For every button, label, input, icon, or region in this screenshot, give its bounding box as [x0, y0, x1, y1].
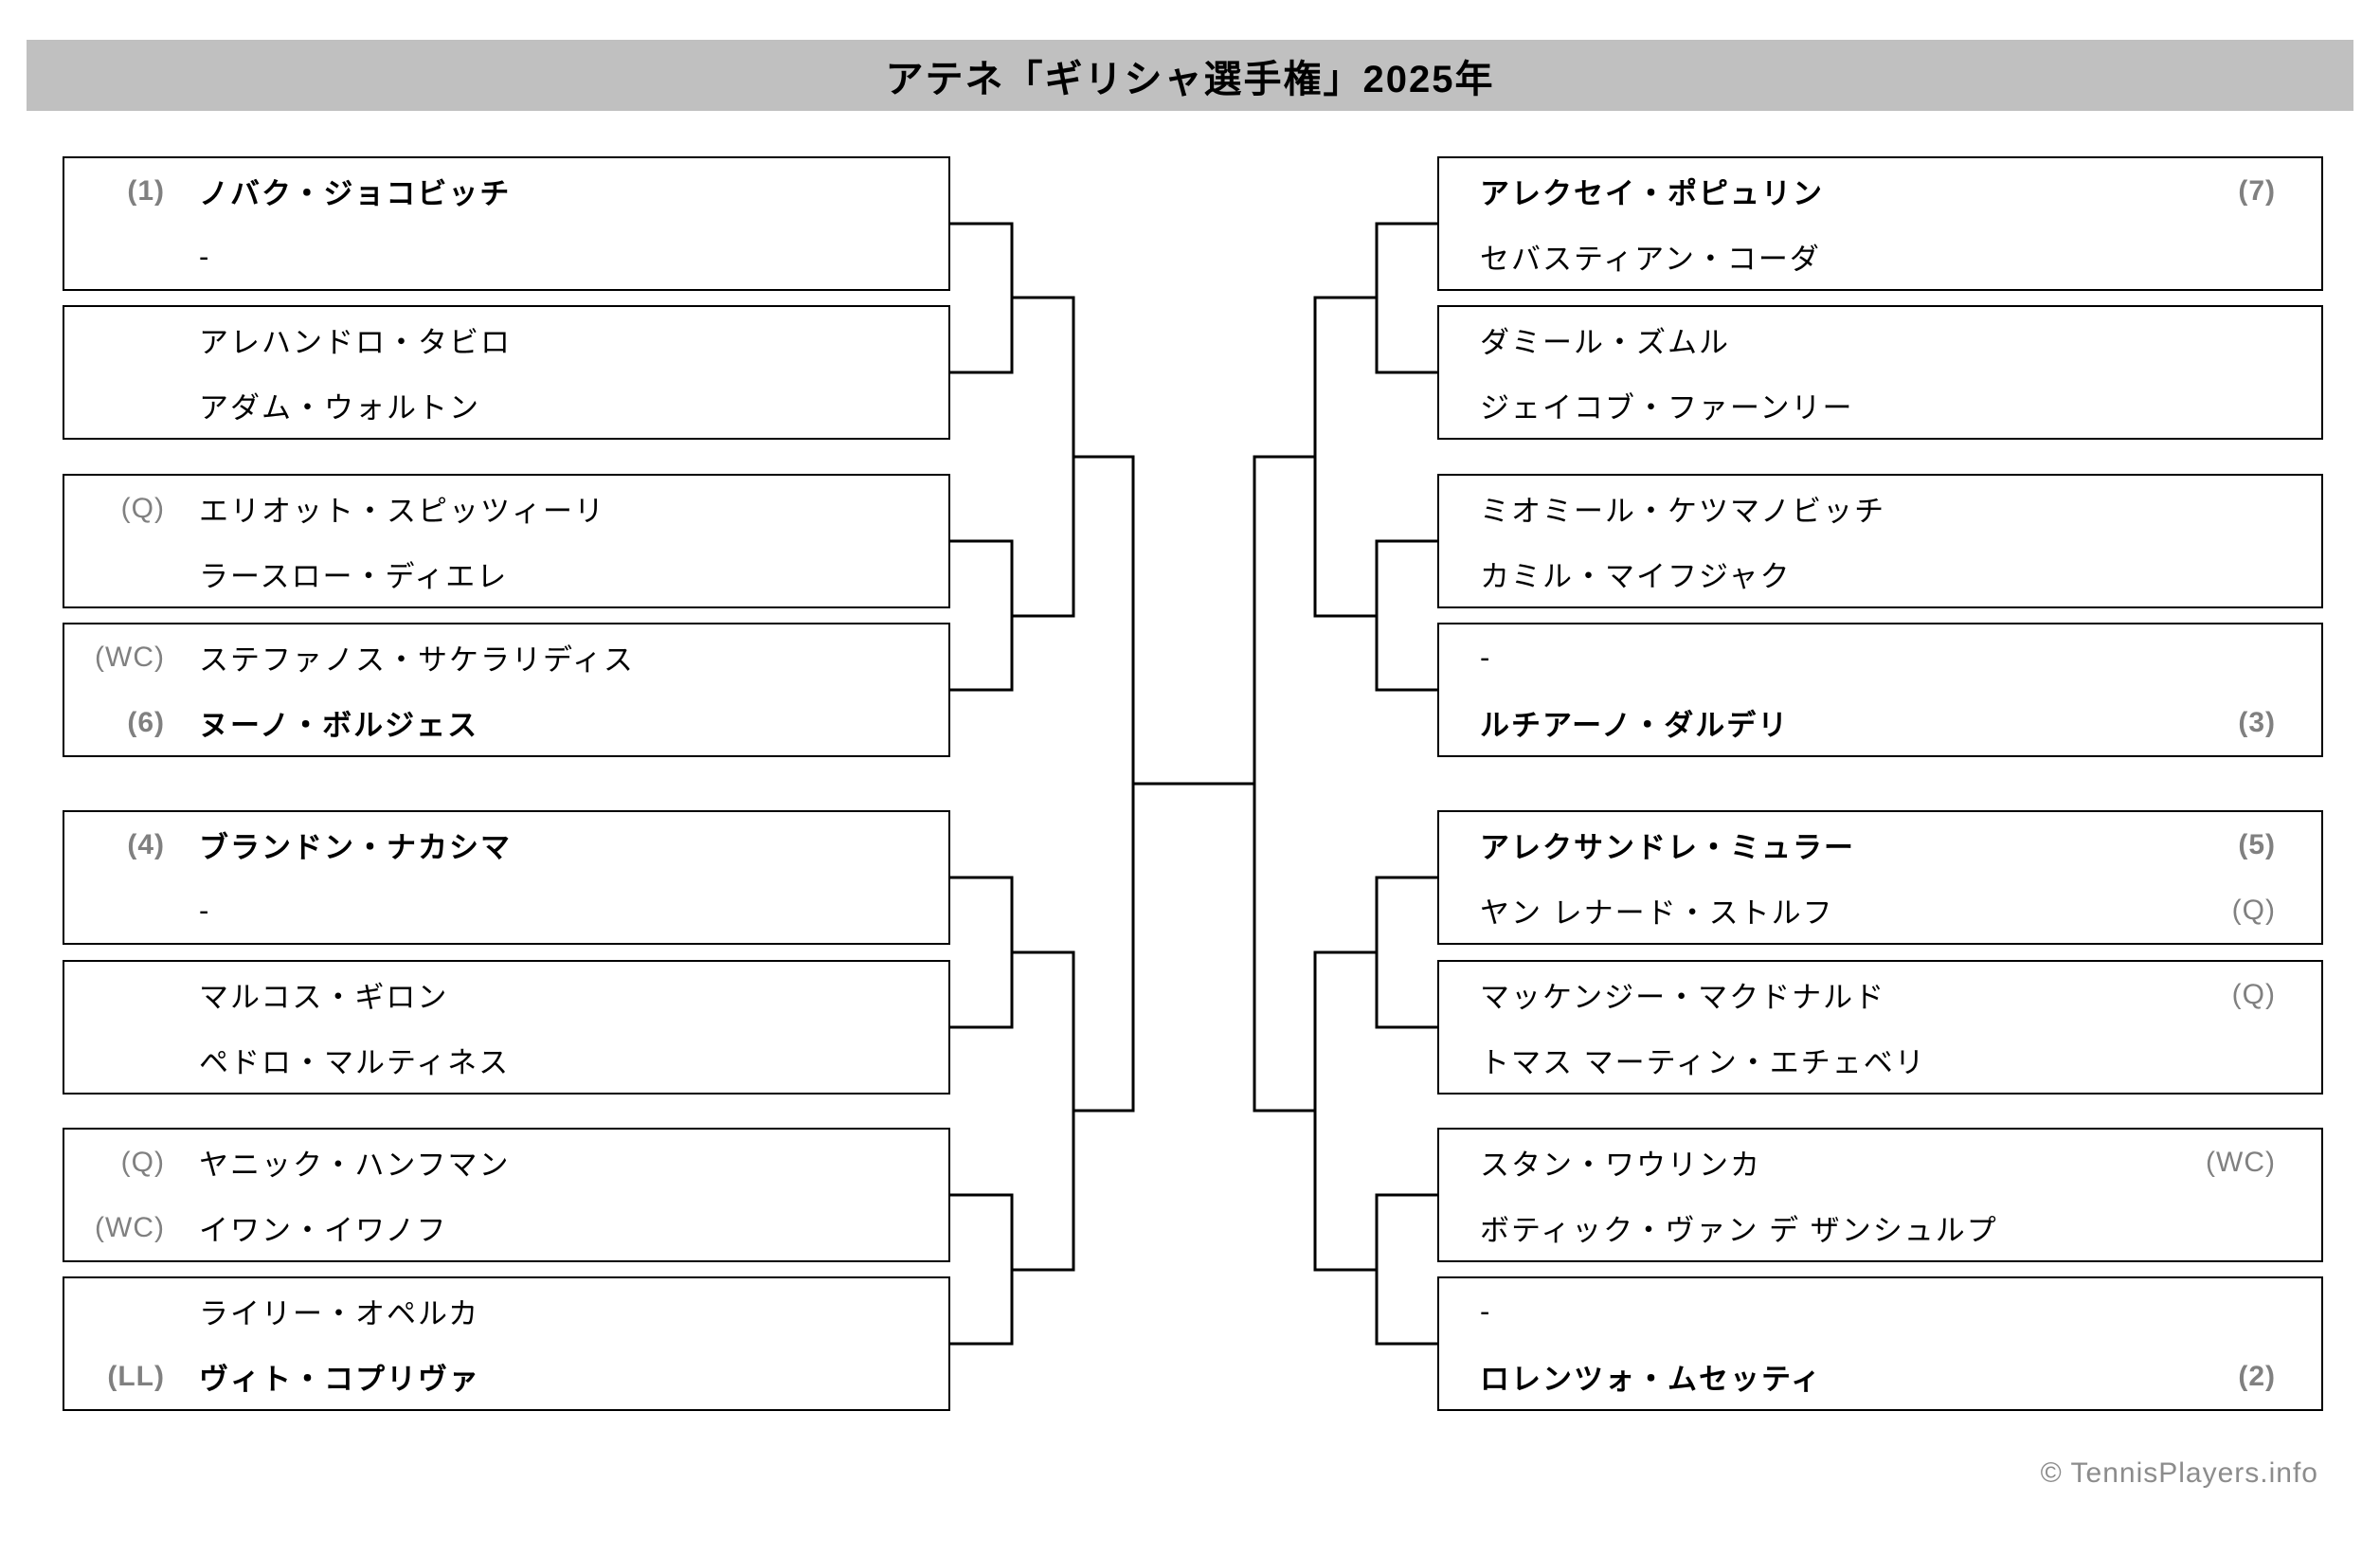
seed-badge: (LL): [107, 1360, 165, 1392]
seed-badge: (6): [127, 706, 165, 738]
page-title: アテネ「ギリシャ選手権」2025年: [885, 58, 1495, 100]
player-row: (LL) ヴィト・コプリヴァ: [64, 1344, 948, 1409]
player-row: ダミール・ズムル: [1439, 307, 2321, 372]
player-row: -: [64, 224, 948, 289]
player-row: アレハンドロ・タビロ: [64, 307, 948, 372]
header-bar: アテネ「ギリシャ選手権」2025年: [27, 40, 2353, 111]
seed-badge: (1): [127, 174, 165, 207]
player-row: マッケンジー・マクドナルド (Q): [1439, 962, 2321, 1027]
match-box-right-6: マッケンジー・マクドナルド (Q) トマス マーティン・エチェベリ: [1437, 960, 2323, 1095]
player-row: アダム・ウォルトン: [64, 372, 948, 438]
player-name: セバスティアン・コーダ: [1480, 243, 1821, 276]
player-name: ミオミール・ケツマノビッチ: [1480, 495, 1886, 528]
seed-badge: (Q): [2231, 978, 2276, 1010]
player-row: -: [64, 878, 948, 943]
player-row: カミル・マイフジャク: [1439, 541, 2321, 606]
seed-badge: (Q): [120, 1146, 165, 1178]
match-box-left-8: ライリー・オペルカ (LL) ヴィト・コプリヴァ: [63, 1276, 950, 1411]
player-name: アレクサンドレ・ミュラー: [1480, 831, 1855, 864]
player-row: (Q) エリオット・スピッツィーリ: [64, 476, 948, 541]
player-row: (Q) ヤニック・ハンフマン: [64, 1130, 948, 1195]
player-name: エリオット・スピッツィーリ: [199, 495, 605, 528]
player-name: -: [199, 893, 211, 927]
player-row: (WC) ステファノス・サケラリディス: [64, 624, 948, 690]
player-name: ペドロ・マルティネス: [199, 1046, 511, 1079]
match-box-right-2: ダミール・ズムル ジェイコブ・ファーンリー: [1437, 305, 2323, 440]
seed-badge: (3): [2238, 706, 2276, 738]
player-name: ヤン レナード・ストルフ: [1480, 896, 1834, 930]
match-box-left-3: (Q) エリオット・スピッツィーリ ラースロー・ディエレ: [63, 474, 950, 608]
player-name: マルコス・ギロン: [199, 981, 449, 1014]
player-row: -: [1439, 1278, 2321, 1344]
match-box-left-6: マルコス・ギロン ペドロ・マルティネス: [63, 960, 950, 1095]
match-box-left-5: (4) ブランドン・ナカシマ -: [63, 810, 950, 945]
seed-badge: (2): [2238, 1360, 2276, 1392]
player-name: ロレンツォ・ムセッティ: [1480, 1363, 1823, 1396]
player-row: アレクセイ・ポピュリン (7): [1439, 158, 2321, 224]
match-box-right-4: - ルチアーノ・ダルデリ (3): [1437, 623, 2323, 757]
player-name: -: [199, 239, 211, 273]
seed-badge: (Q): [120, 492, 165, 524]
player-row: (6) ヌーノ・ボルジェス: [64, 690, 948, 755]
match-box-left-2: アレハンドロ・タビロ アダム・ウォルトン: [63, 305, 950, 440]
player-row: ペドロ・マルティネス: [64, 1027, 948, 1093]
player-name: アダム・ウォルトン: [199, 391, 480, 425]
player-name: カミル・マイフジャク: [1480, 560, 1792, 593]
seed-badge: (WC): [2206, 1146, 2276, 1178]
player-name: -: [1480, 640, 1492, 674]
player-name: ジェイコブ・ファーンリー: [1480, 391, 1854, 425]
player-name: トマス マーティン・エチェベリ: [1480, 1046, 1926, 1079]
match-box-left-1: (1) ノバク・ジョコビッチ -: [63, 156, 950, 291]
player-row: ミオミール・ケツマノビッチ: [1439, 476, 2321, 541]
player-name: イワン・イワノフ: [199, 1214, 448, 1247]
player-row: ヤン レナード・ストルフ (Q): [1439, 878, 2321, 943]
seed-badge: (WC): [95, 641, 165, 673]
player-row: (1) ノバク・ジョコビッチ: [64, 158, 948, 224]
match-box-right-3: ミオミール・ケツマノビッチ カミル・マイフジャク: [1437, 474, 2323, 608]
player-name: ボティック・ヴァン デ ザンシュルプ: [1480, 1214, 1998, 1247]
player-name: ラースロー・ディエレ: [199, 560, 509, 593]
copyright-credit: © TennisPlayers.info: [2040, 1457, 2318, 1489]
player-row: スタン・ワウリンカ (WC): [1439, 1130, 2321, 1195]
match-box-right-5: アレクサンドレ・ミュラー (5) ヤン レナード・ストルフ (Q): [1437, 810, 2323, 945]
player-name: ヴィト・コプリヴァ: [199, 1363, 480, 1396]
seed-badge: (4): [127, 828, 165, 860]
player-name: ルチアーノ・ダルデリ: [1480, 709, 1790, 742]
player-row: ジェイコブ・ファーンリー: [1439, 372, 2321, 438]
match-box-left-7: (Q) ヤニック・ハンフマン (WC) イワン・イワノフ: [63, 1128, 950, 1262]
player-name: アレハンドロ・タビロ: [199, 326, 512, 359]
player-row: (4) ブランドン・ナカシマ: [64, 812, 948, 878]
seed-badge: (WC): [95, 1211, 165, 1243]
seed-badge: (5): [2238, 828, 2276, 860]
player-row: トマス マーティン・エチェベリ: [1439, 1027, 2321, 1093]
player-row: ロレンツォ・ムセッティ (2): [1439, 1344, 2321, 1409]
player-name: マッケンジー・マクドナルド: [1480, 981, 1886, 1014]
match-box-right-7: スタン・ワウリンカ (WC) ボティック・ヴァン デ ザンシュルプ: [1437, 1128, 2323, 1262]
player-row: ルチアーノ・ダルデリ (3): [1439, 690, 2321, 755]
player-name: ノバク・ジョコビッチ: [199, 177, 512, 210]
player-row: アレクサンドレ・ミュラー (5): [1439, 812, 2321, 878]
player-row: ラースロー・ディエレ: [64, 541, 948, 606]
player-name: ステファノス・サケラリディス: [199, 643, 635, 677]
match-box-left-4: (WC) ステファノス・サケラリディス (6) ヌーノ・ボルジェス: [63, 623, 950, 757]
player-name: ブランドン・ナカシマ: [199, 831, 512, 864]
player-name: -: [1480, 1294, 1492, 1328]
player-name: ライリー・オペルカ: [199, 1297, 480, 1330]
player-row: マルコス・ギロン: [64, 962, 948, 1027]
player-name: スタン・ワウリンカ: [1480, 1149, 1761, 1182]
player-row: (WC) イワン・イワノフ: [64, 1195, 948, 1260]
player-name: ダミール・ズムル: [1480, 326, 1730, 359]
player-name: アレクセイ・ポピュリン: [1480, 177, 1824, 210]
player-row: -: [1439, 624, 2321, 690]
player-name: ヤニック・ハンフマン: [199, 1149, 511, 1182]
player-row: ライリー・オペルカ: [64, 1278, 948, 1344]
player-row: ボティック・ヴァン デ ザンシュルプ: [1439, 1195, 2321, 1260]
match-box-right-8: - ロレンツォ・ムセッティ (2): [1437, 1276, 2323, 1411]
seed-badge: (Q): [2231, 894, 2276, 926]
player-name: ヌーノ・ボルジェス: [199, 709, 479, 742]
match-box-right-1: アレクセイ・ポピュリン (7) セバスティアン・コーダ: [1437, 156, 2323, 291]
seed-badge: (7): [2238, 174, 2276, 207]
player-row: セバスティアン・コーダ: [1439, 224, 2321, 289]
